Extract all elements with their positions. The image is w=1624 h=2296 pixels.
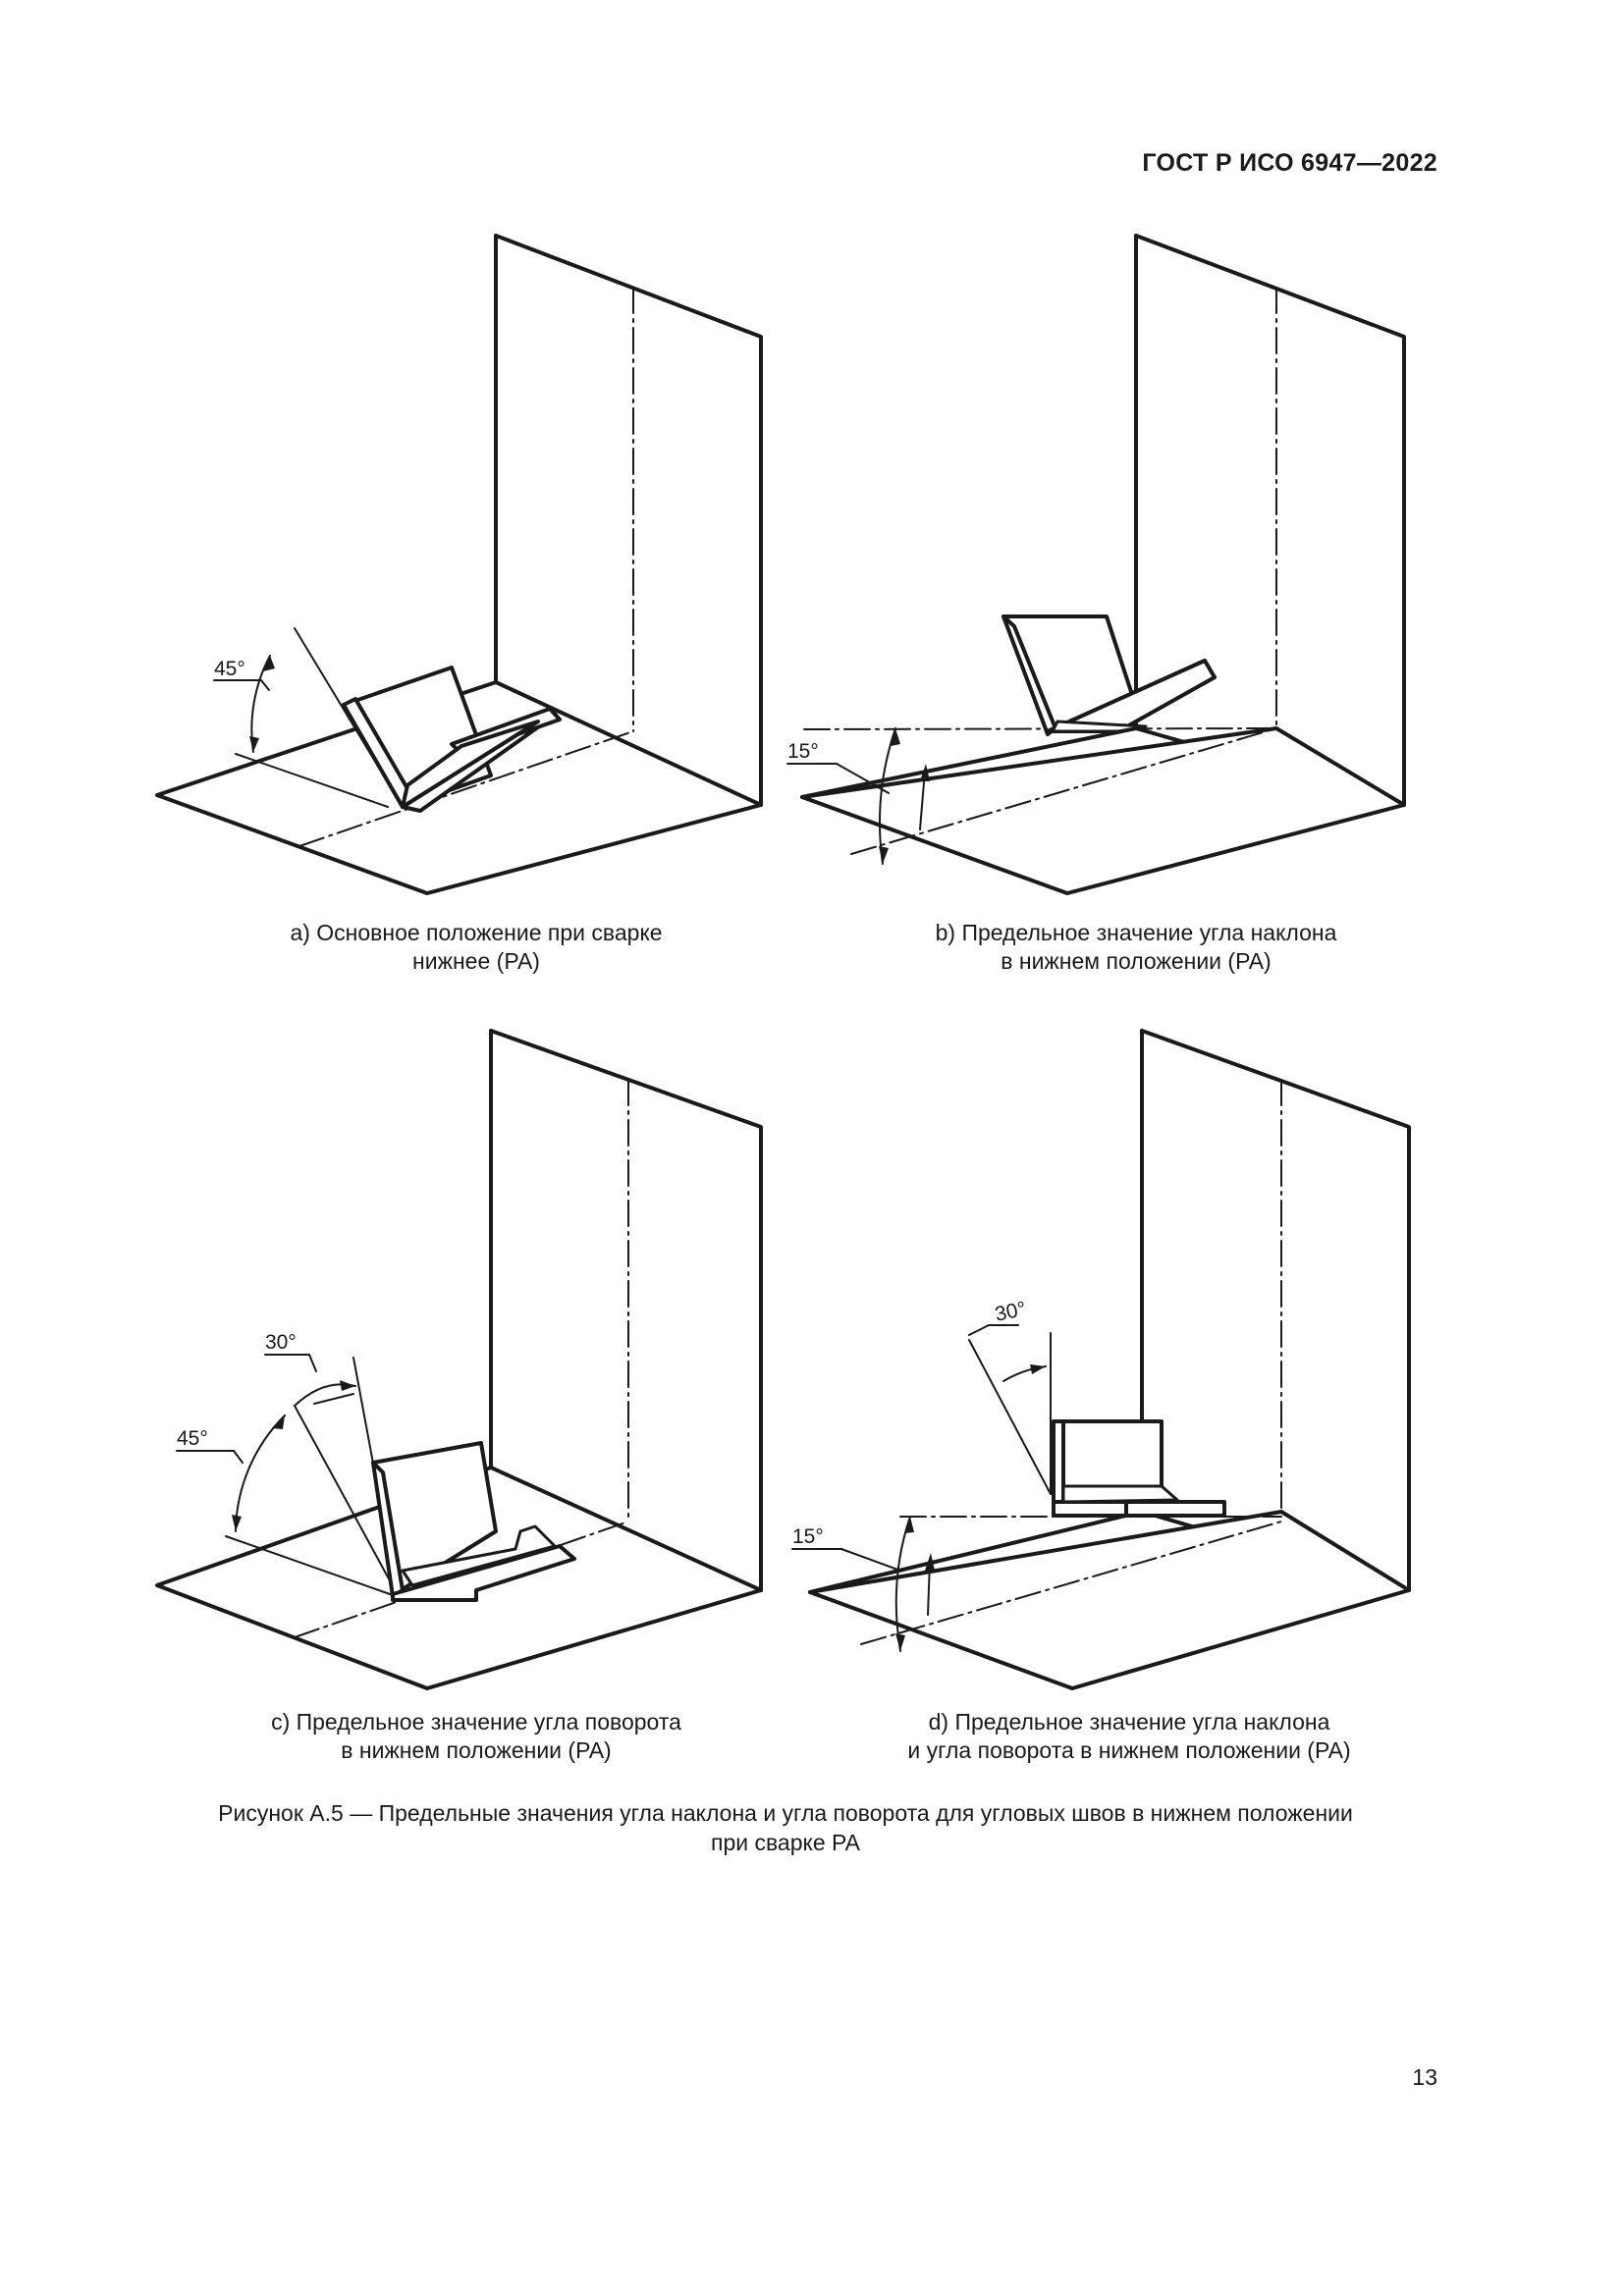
caption-b-line2: в нижнем положении (PA)	[1001, 948, 1272, 974]
diagram-panel-c: 30° 45°	[0, 982, 812, 1767]
angle-label-15: 15°	[787, 740, 819, 763]
caption-c-line2: в нижнем положении (PA)	[341, 1737, 612, 1763]
diagram-panel-d: 30° 15°	[791, 982, 1624, 1767]
caption-a: a) Основное положение при сварке нижнее …	[201, 919, 751, 976]
fillet-weld-diagram-a: 45°	[155, 234, 763, 895]
caption-a-line2: нижнее (PA)	[412, 948, 540, 974]
diagram-panel-a: 45°	[0, 0, 812, 982]
angle-label-30: 30°	[265, 1331, 297, 1354]
figure-caption-line2: при сварке PA	[710, 1830, 860, 1855]
angle-label-45: 45°	[214, 658, 245, 680]
diagram-panel-b: 15°	[786, 0, 1624, 982]
caption-c-line1: c) Предельное значение угла поворота	[271, 1709, 681, 1735]
fillet-weld-diagram-d: 30° 15°	[791, 1029, 1411, 1690]
caption-b-line1: b) Предельное значение угла наклона	[935, 920, 1337, 945]
caption-d-line2: и угла поворота в нижнем положении (PA)	[907, 1737, 1351, 1763]
angle-label-45: 45°	[177, 1427, 208, 1450]
caption-a-line1: a) Основное положение при сварке	[290, 920, 663, 945]
fillet-weld-diagram-b: 15°	[786, 234, 1406, 895]
angle-label-15: 15°	[792, 1525, 824, 1548]
page-number: 13	[1412, 2064, 1437, 2090]
caption-d: d) Предельное значение угла наклона и уг…	[835, 1708, 1424, 1765]
document-header: ГОСТ Р ИСО 6947—2022	[1142, 149, 1437, 177]
fillet-weld-diagram-c: 30° 45°	[155, 1029, 763, 1690]
angle-label-30: 30°	[993, 1298, 1028, 1326]
caption-b: b) Предельное значение угла наклона в ни…	[861, 919, 1411, 976]
figure-caption: Рисунок А.5 — Предельные значения угла н…	[128, 1798, 1443, 1857]
caption-c: c) Предельное значение угла поворота в н…	[201, 1708, 751, 1765]
figure-caption-line1: Рисунок А.5 — Предельные значения угла н…	[218, 1800, 1353, 1826]
caption-d-line1: d) Предельное значение угла наклона	[928, 1709, 1330, 1735]
